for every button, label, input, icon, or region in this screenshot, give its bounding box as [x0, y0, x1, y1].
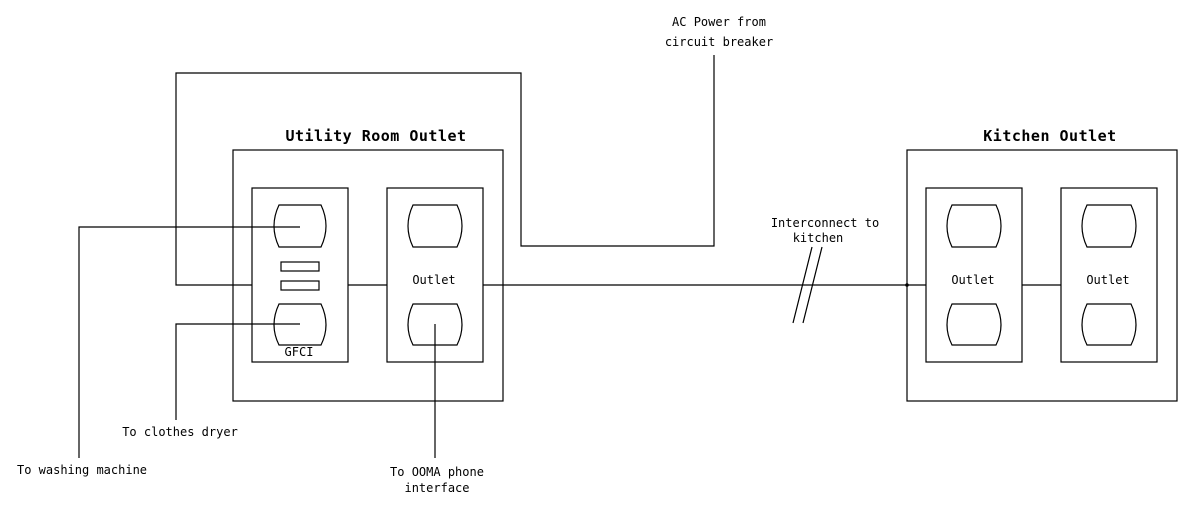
ooma-label-2: interface	[404, 481, 469, 495]
kitchen-right-bottom-receptacle	[1081, 303, 1137, 346]
kitchen-box	[906, 149, 1178, 402]
ac-power-label-2: circuit breaker	[665, 35, 773, 49]
clothes-dryer-label: To clothes dryer	[122, 425, 238, 439]
utility-outlet-label: Outlet	[412, 273, 455, 287]
interconnect-junction	[905, 283, 909, 287]
kitchen-title: Kitchen Outlet	[983, 127, 1116, 145]
interconnect-slash-2	[802, 246, 823, 324]
gfci-bottom-receptacle	[273, 303, 327, 346]
gfci-top-receptacle	[273, 204, 327, 248]
kitchen-outlet-right-label: Outlet	[1086, 273, 1129, 287]
interconnect-label-2: kitchen	[793, 231, 844, 245]
kitchen-outlet-right-plate	[1060, 187, 1158, 363]
washing-machine-label: To washing machine	[17, 463, 147, 477]
gfci-test-button	[280, 261, 320, 272]
gfci-reset-button	[280, 280, 320, 291]
utility-room-box	[232, 149, 504, 402]
kitchen-outlet-left-label: Outlet	[951, 273, 994, 287]
ac-power-label-1: AC Power from	[672, 15, 766, 29]
utility-outlet-top-receptacle	[407, 204, 463, 248]
kitchen-left-top-receptacle	[946, 204, 1002, 248]
ooma-label-1: To OOMA phone	[390, 465, 484, 479]
kitchen-left-bottom-receptacle	[946, 303, 1002, 346]
utility-room-title: Utility Room Outlet	[285, 127, 466, 145]
interconnect-label-1: Interconnect to	[771, 216, 879, 230]
gfci-plate	[251, 187, 349, 363]
kitchen-outlet-left-plate	[925, 187, 1023, 363]
gfci-label: GFCI	[285, 345, 314, 359]
ac-power-wire	[175, 55, 715, 286]
washing-machine-wire	[78, 226, 300, 458]
clothes-dryer-wire	[175, 323, 300, 420]
utility-outlet-bottom-receptacle	[407, 303, 463, 346]
interconnect-slash-1	[792, 246, 813, 324]
kitchen-right-top-receptacle	[1081, 204, 1137, 248]
